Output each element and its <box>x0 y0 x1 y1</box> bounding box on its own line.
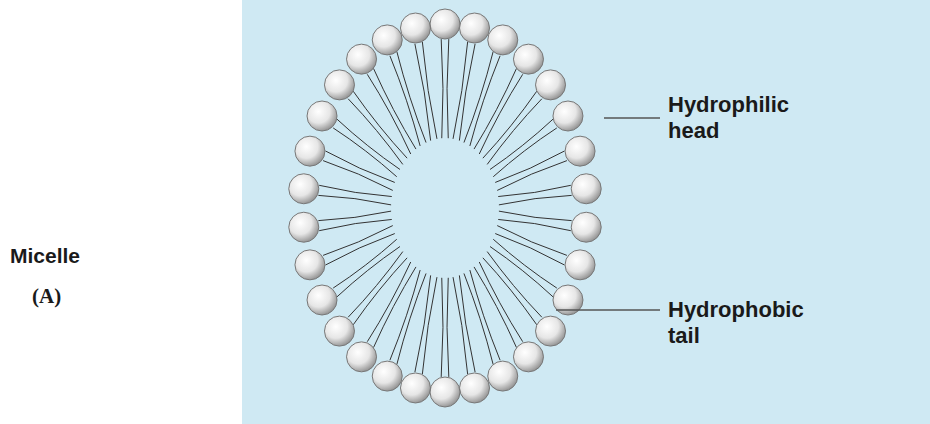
tail-line <box>353 91 407 158</box>
head-sphere <box>307 285 337 315</box>
head-sphere <box>324 316 354 346</box>
head-sphere <box>400 13 430 43</box>
figure-title: Micelle <box>10 244 80 268</box>
head-sphere <box>372 25 402 55</box>
tail-line <box>319 185 392 196</box>
tail-line <box>498 219 571 230</box>
tail-line <box>422 277 437 374</box>
tail-line <box>325 151 394 182</box>
tail-line <box>497 161 567 191</box>
tail-line <box>441 278 443 377</box>
head-sphere <box>553 101 583 131</box>
tail-line <box>319 219 392 230</box>
head-sphere <box>513 44 543 74</box>
head-sphere <box>347 44 377 74</box>
tail-line <box>323 161 393 191</box>
tail-line <box>397 52 426 143</box>
tail-line <box>453 42 468 139</box>
tail-line <box>498 185 571 196</box>
tail-line <box>318 211 391 220</box>
part-label: Hydrophobic tail <box>668 297 833 349</box>
tail-line <box>487 252 542 318</box>
tail-line <box>497 226 567 256</box>
tail-line <box>470 56 500 146</box>
tail-line <box>415 275 431 372</box>
head-sphere <box>400 373 430 403</box>
head-sphere <box>430 377 460 407</box>
head-sphere <box>460 373 490 403</box>
tail-line <box>397 273 426 364</box>
head-sphere <box>488 361 518 391</box>
tail-line <box>367 74 410 154</box>
tail-line <box>459 44 475 141</box>
tail-line <box>495 151 564 182</box>
tail-line <box>447 278 449 377</box>
head-sphere <box>536 316 566 346</box>
head-sphere <box>289 212 319 242</box>
water-background <box>242 0 930 424</box>
tail-line <box>325 234 394 265</box>
tail-line <box>499 211 572 220</box>
tail-line <box>495 234 564 265</box>
head-sphere <box>513 342 543 372</box>
tail-line <box>441 39 443 138</box>
head-sphere <box>460 13 490 43</box>
head-sphere <box>536 70 566 100</box>
tail-line <box>390 270 420 360</box>
leader-line <box>604 117 660 119</box>
head-sphere <box>289 174 319 204</box>
tail-line <box>490 247 553 297</box>
head-sphere <box>372 361 402 391</box>
head-sphere <box>295 250 325 280</box>
tail-line <box>348 252 403 318</box>
tail-line <box>348 99 403 165</box>
head-sphere <box>565 250 595 280</box>
hydrophobic-tails <box>318 39 571 377</box>
leader-line <box>556 309 660 311</box>
tail-line <box>333 239 397 288</box>
tail-line <box>337 119 400 169</box>
head-sphere <box>295 136 325 166</box>
tail-line <box>479 74 522 154</box>
head-sphere <box>307 101 337 131</box>
tail-line <box>470 270 500 360</box>
hydrophilic-heads <box>289 9 601 407</box>
panel-letter: (A) <box>32 284 61 309</box>
head-sphere <box>324 70 354 100</box>
tail-line <box>464 273 493 364</box>
tail-line <box>487 99 542 165</box>
head-sphere <box>571 174 601 204</box>
tail-line <box>318 195 391 204</box>
head-sphere <box>488 25 518 55</box>
tail-line <box>453 277 468 374</box>
tail-line <box>373 267 415 348</box>
head-sphere <box>571 212 601 242</box>
part-label: Hydrophilic head <box>668 92 833 144</box>
head-sphere <box>347 342 377 372</box>
tail-line <box>323 226 393 256</box>
tail-line <box>422 42 437 139</box>
tail-line <box>464 52 493 143</box>
tail-line <box>447 39 449 138</box>
head-sphere <box>565 136 595 166</box>
tail-line <box>474 68 516 149</box>
tail-line <box>493 128 557 177</box>
tail-line <box>479 262 522 342</box>
tail-line <box>483 258 537 325</box>
tail-line <box>499 195 572 204</box>
head-sphere <box>430 9 460 39</box>
tail-line <box>390 56 420 146</box>
tail-line <box>367 262 410 342</box>
